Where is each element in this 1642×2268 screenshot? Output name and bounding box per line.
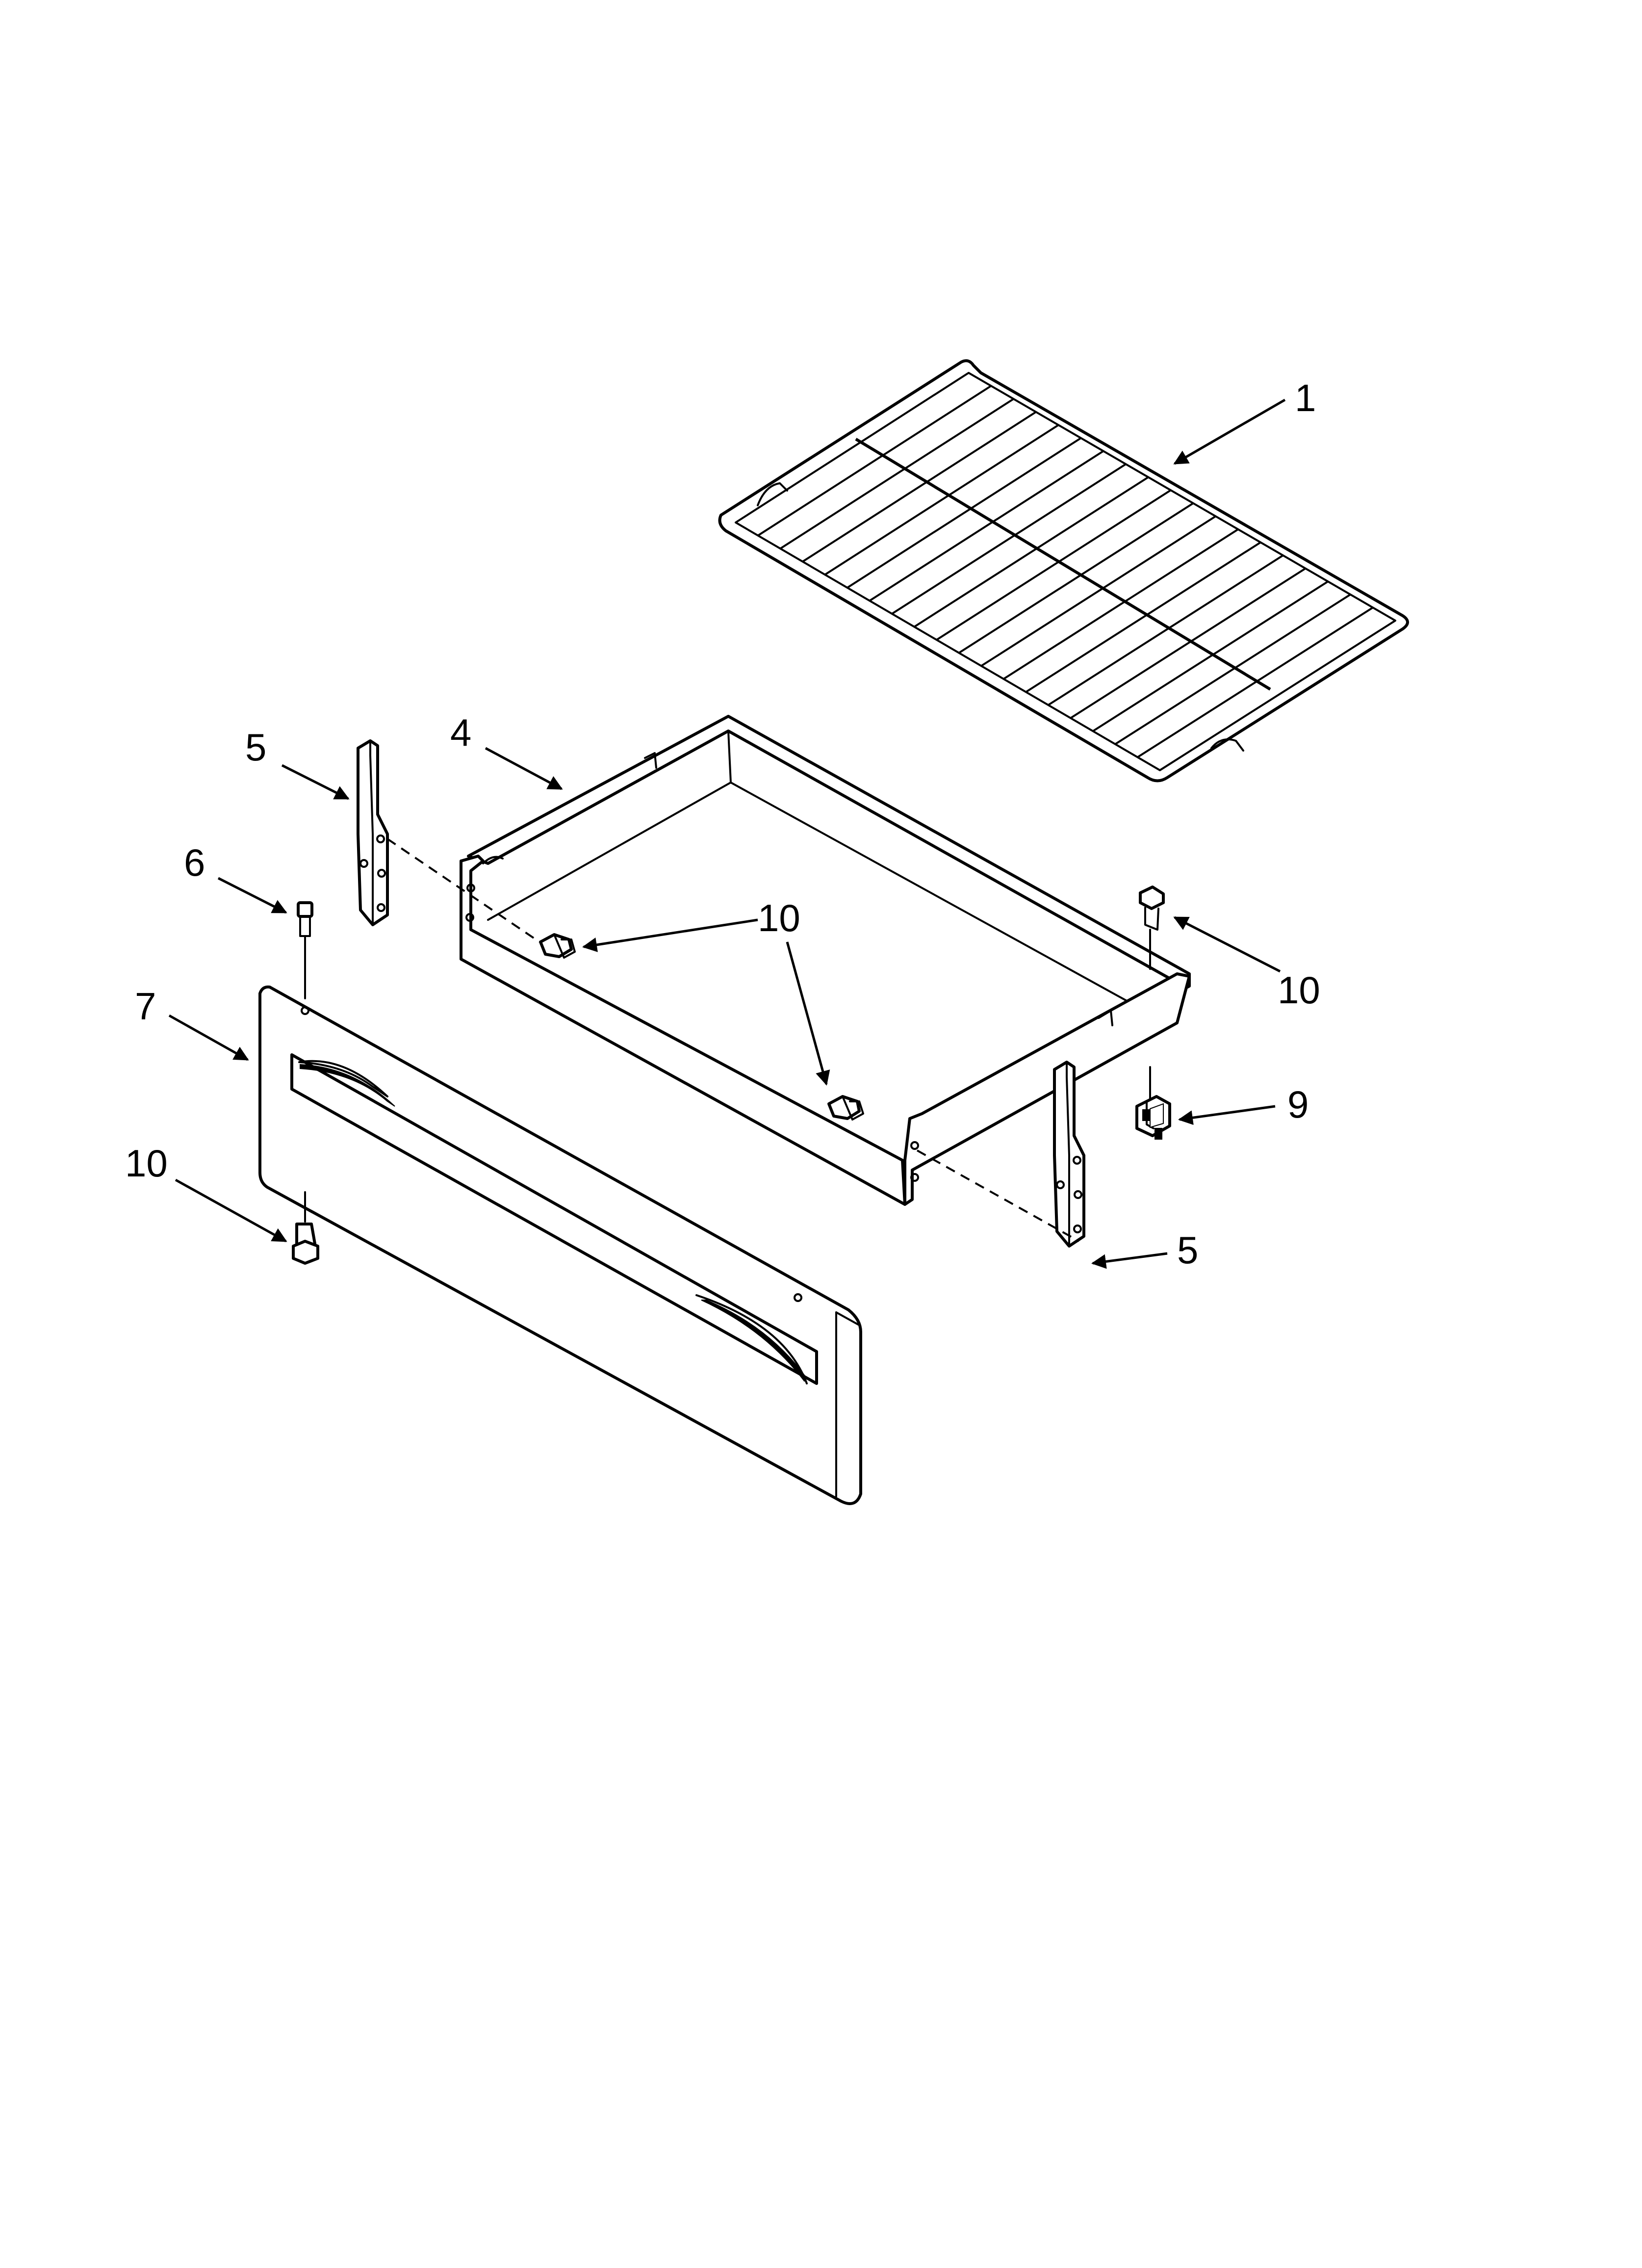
rack-wire [847,437,1082,589]
callout-10-center-label: 10 [758,896,800,939]
callout-6: 6 [184,841,287,914]
callout-9-label: 9 [1287,1083,1308,1126]
rack-wire [869,450,1104,602]
callout-10-center: 10 [582,896,830,1086]
callout-10-right: 10 [1173,916,1320,1012]
drawer-front-panel [258,985,862,1505]
rack-wire [980,515,1216,667]
rack-wire [891,463,1127,615]
callout-5-right-label: 5 [1177,1228,1198,1272]
screw-drawer-right [827,1095,864,1121]
rack-wire [1092,580,1329,732]
rack-wire [757,385,992,537]
callout-10-left: 10 [125,1142,287,1243]
rack-wire [936,489,1172,641]
rack-wire [1025,541,1261,693]
rack-wire [958,502,1194,654]
rack-wire [1137,606,1374,758]
drawer-body [460,715,1191,1206]
rack-wire [802,411,1037,563]
callout-1: 1 [1173,376,1316,465]
callout-10-left-label: 10 [125,1142,168,1185]
callout-7: 7 [135,985,249,1061]
callout-5-right: 5 [1091,1228,1198,1272]
screw-panel [292,1191,319,1265]
rack-wire [1003,528,1239,680]
callout-10-right-label: 10 [1278,968,1320,1012]
screw-drawer-top-right [1139,886,1165,970]
drawer-clip [1135,1066,1171,1140]
callout-6-label: 6 [184,841,205,884]
pin [297,901,313,999]
rack-wire [1070,567,1306,719]
drawer-slide-right [1053,1061,1085,1248]
rack-wire [914,476,1149,628]
oven-rack [718,359,1409,782]
rack-wire [1114,594,1351,745]
screw-drawer-left [539,933,576,959]
callout-4: 4 [450,711,563,790]
callout-4-label: 4 [450,711,471,754]
rack-wire [1048,554,1284,706]
rack-wire [824,424,1059,575]
callout-9: 9 [1178,1083,1308,1126]
drawer-slide-left [357,739,389,926]
callout-7-label: 7 [135,985,156,1028]
callout-1-label: 1 [1295,376,1316,419]
callout-5-left-label: 5 [245,726,266,769]
callout-5-left: 5 [245,726,350,800]
rack-wire [779,398,1014,549]
